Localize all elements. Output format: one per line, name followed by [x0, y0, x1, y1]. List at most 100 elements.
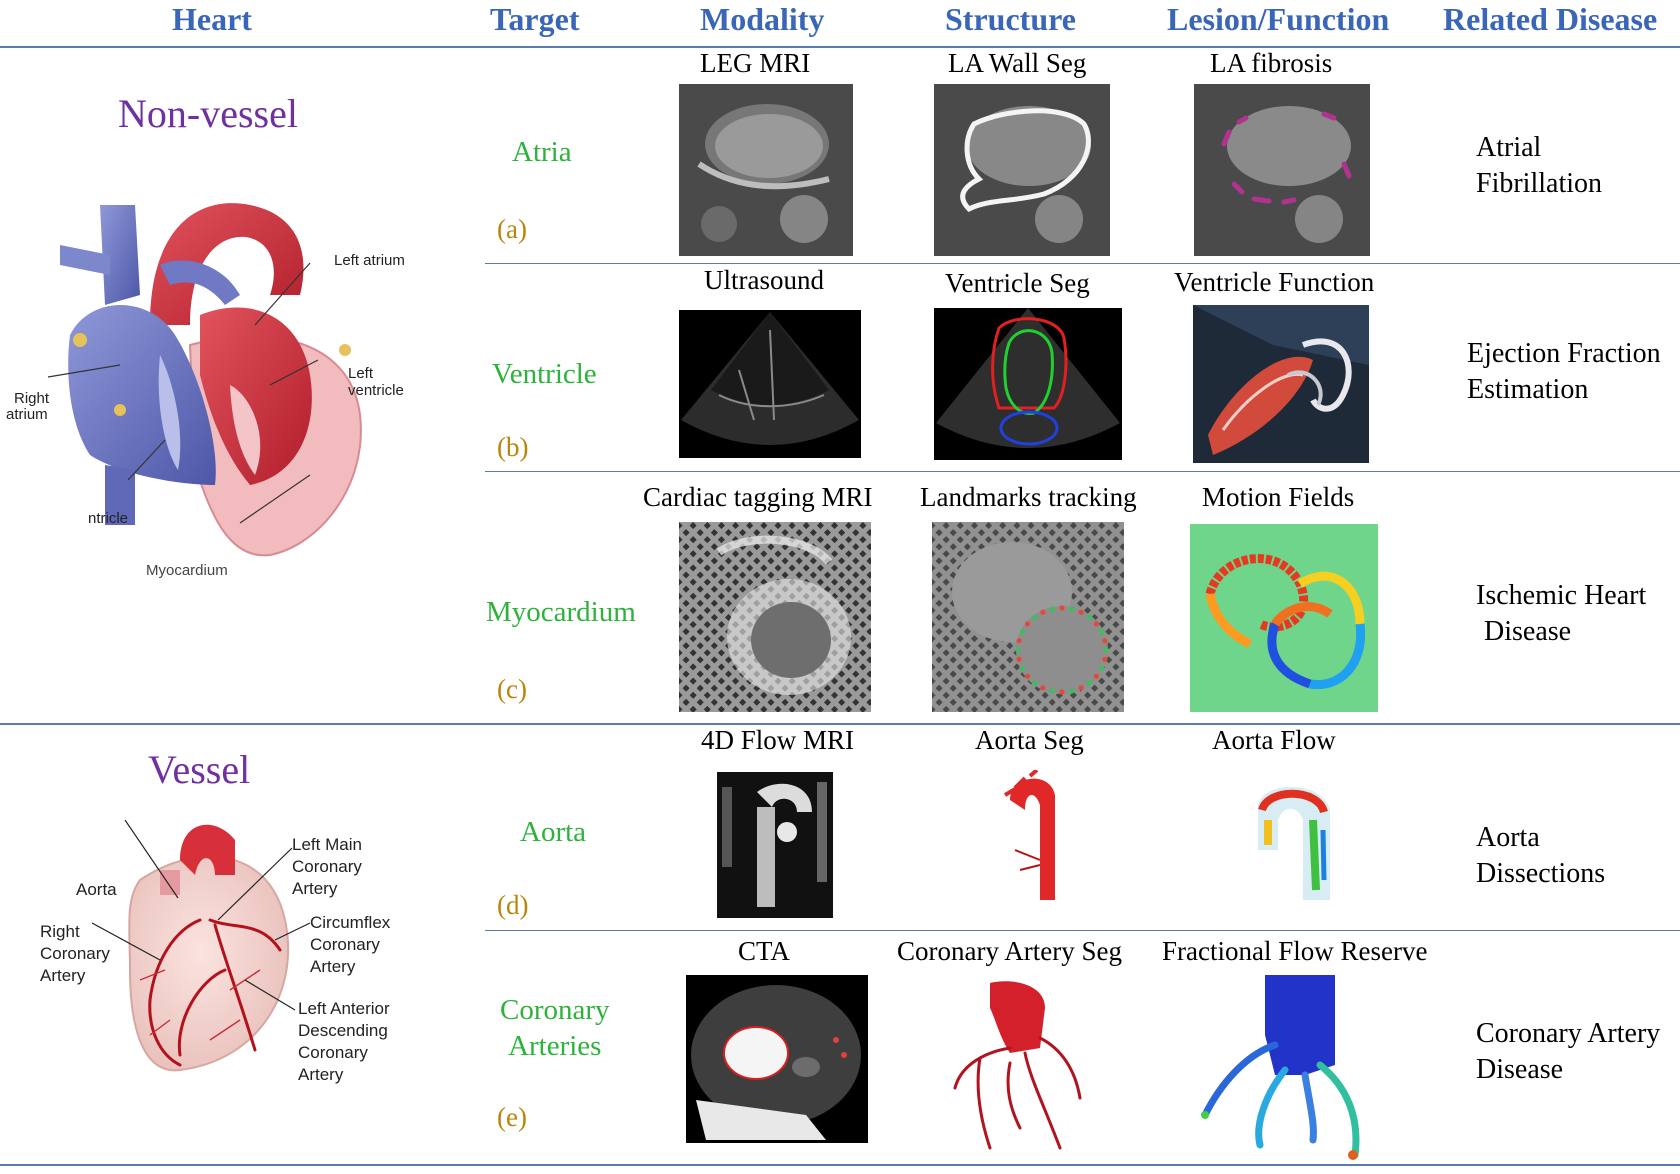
label-left-ventricle-2: ventricle: [348, 382, 404, 399]
header-heart: Heart: [172, 1, 252, 37]
disease-ejection-fraction: Ejection Fraction Estimation: [1467, 336, 1661, 408]
landmark-dot: [1032, 680, 1038, 686]
label-cx-1: Circumflex: [310, 913, 391, 932]
disease-line-2: Disease: [1476, 1054, 1564, 1085]
caption-ultrasound: Ultrasound: [704, 265, 824, 295]
section-divider: [0, 723, 1680, 725]
header-related-disease: Related Disease: [1443, 1, 1658, 37]
landmark-dot: [1025, 621, 1031, 627]
row-letter-e: (e): [497, 1102, 527, 1132]
disease-line-2: Fibrillation: [1476, 168, 1602, 199]
landmark-dot: [1093, 621, 1099, 627]
landmark-dot: [1040, 609, 1046, 615]
caption-la-fibrosis: LA fibrosis: [1210, 48, 1333, 78]
landmark-dot: [1103, 647, 1109, 653]
landmark-dot: [1069, 606, 1075, 612]
image-landmarks-tracking: [932, 522, 1124, 712]
landmark-dot: [1049, 606, 1055, 612]
image-aorta-seg: [995, 770, 1073, 910]
header-target: Target: [490, 1, 580, 37]
landmark-dot: [1019, 665, 1025, 671]
header-structure: Structure: [945, 1, 1076, 37]
landmark-dot: [1025, 673, 1031, 679]
target-aorta: Aorta: [520, 816, 587, 848]
label-left-atrium: Left atrium: [334, 252, 405, 269]
image-motion-fields: [1190, 524, 1378, 712]
landmark-dot: [1099, 665, 1105, 671]
disease-atrial-fibrillation: Atrial Fibrillation: [1476, 130, 1602, 202]
label-lmca-1: Left Main: [292, 835, 362, 854]
label-cx-3: Artery: [310, 957, 356, 976]
caption-ventricle-seg: Ventricle Seg: [945, 268, 1090, 298]
target-line-1: Coronary: [500, 994, 610, 1026]
image-cta: [686, 975, 868, 1143]
caption-aorta-flow: Aorta Flow: [1212, 725, 1336, 755]
target-ventricle: Ventricle: [492, 358, 597, 390]
landmark-dot: [1016, 656, 1022, 662]
image-ultrasound: [679, 310, 861, 458]
landmark-dot: [1059, 689, 1065, 695]
bottom-rule: [0, 1164, 1680, 1166]
target-line-2: Arteries: [508, 1030, 602, 1062]
disease-line-1: Coronary Artery: [1476, 1018, 1661, 1049]
header-modality: Modality: [700, 1, 825, 37]
image-fractional-flow-reserve: [1195, 975, 1375, 1160]
landmark-dot: [1059, 605, 1065, 611]
landmark-dot: [1069, 688, 1075, 694]
label-cx-2: Coronary: [310, 935, 380, 954]
landmark-dot: [1078, 609, 1084, 615]
image-ventricle-seg: [934, 308, 1122, 460]
landmark-dot: [1019, 629, 1025, 635]
label-rca-3: Artery: [40, 966, 86, 985]
section-title-vessel: Vessel: [148, 747, 251, 792]
label-lad-4: Artery: [298, 1065, 344, 1084]
target-myocardium: Myocardium: [486, 596, 636, 628]
caption-coronary-artery-seg: Coronary Artery Seg: [897, 936, 1122, 966]
label-lad-3: Coronary: [298, 1043, 368, 1062]
landmark-dot: [1015, 647, 1021, 653]
label-rca-1: Right: [40, 922, 80, 941]
landmark-dot: [1040, 685, 1046, 691]
landmark-dot: [1102, 656, 1108, 662]
heart-anatomy-illustration: Left atrium Left ventricle Right atrium …: [0, 185, 420, 585]
landmark-dot: [1078, 685, 1084, 691]
coronary-anatomy-illustration: Aorta Left Main Coronary Artery Right Co…: [0, 820, 430, 1090]
disease-coronary-artery: Coronary Artery Disease: [1476, 1016, 1660, 1088]
image-la-wall-seg: [934, 84, 1110, 256]
label-left-ventricle-1: Left: [348, 365, 374, 382]
label-lad-2: Descending: [298, 1021, 388, 1040]
row-letter-d: (d): [497, 890, 529, 920]
disease-line-1: Ischemic Heart: [1476, 580, 1647, 611]
caption-cta: CTA: [738, 936, 790, 966]
landmark-dot: [1102, 638, 1108, 644]
caption-landmarks-tracking: Landmarks tracking: [920, 482, 1137, 512]
landmark-dot: [1099, 629, 1105, 635]
disease-ischemic-heart: Ischemic Heart Disease: [1476, 578, 1646, 650]
target-atria: Atria: [512, 136, 572, 168]
landmark-dot: [1032, 614, 1038, 620]
label-right-atrium-2: atrium: [6, 406, 48, 423]
caption-motion-fields: Motion Fields: [1202, 482, 1355, 512]
landmark-dot: [1086, 614, 1092, 620]
label-lmca-2: Coronary: [292, 857, 362, 876]
header-rule: [0, 46, 1680, 48]
caption-ventricle-function: Ventricle Function: [1174, 267, 1375, 297]
caption-fractional-flow-reserve: Fractional Flow Reserve: [1162, 936, 1428, 966]
image-aorta-flow: [1248, 780, 1340, 908]
landmark-dot: [1093, 673, 1099, 679]
disease-aorta-dissections: Aorta Dissections: [1476, 820, 1605, 892]
row-divider-ab: [485, 263, 1680, 264]
landmark-dot: [1016, 638, 1022, 644]
row-letter-b: (b): [497, 432, 529, 462]
disease-line-1: Aorta: [1476, 822, 1540, 853]
image-coronary-artery-seg: [950, 978, 1090, 1158]
label-rca-2: Coronary: [40, 944, 110, 963]
disease-line-2: Estimation: [1467, 374, 1589, 405]
image-leg-mri: [679, 84, 853, 256]
label-ventricle-partial: ntricle: [88, 510, 128, 527]
header-lesion-function: Lesion/Function: [1167, 1, 1390, 37]
label-myocardium: Myocardium: [146, 562, 228, 579]
image-cardiac-tagging-mri: [679, 522, 871, 712]
label-aorta: Aorta: [76, 880, 117, 899]
disease-line-2: Dissections: [1476, 858, 1606, 889]
